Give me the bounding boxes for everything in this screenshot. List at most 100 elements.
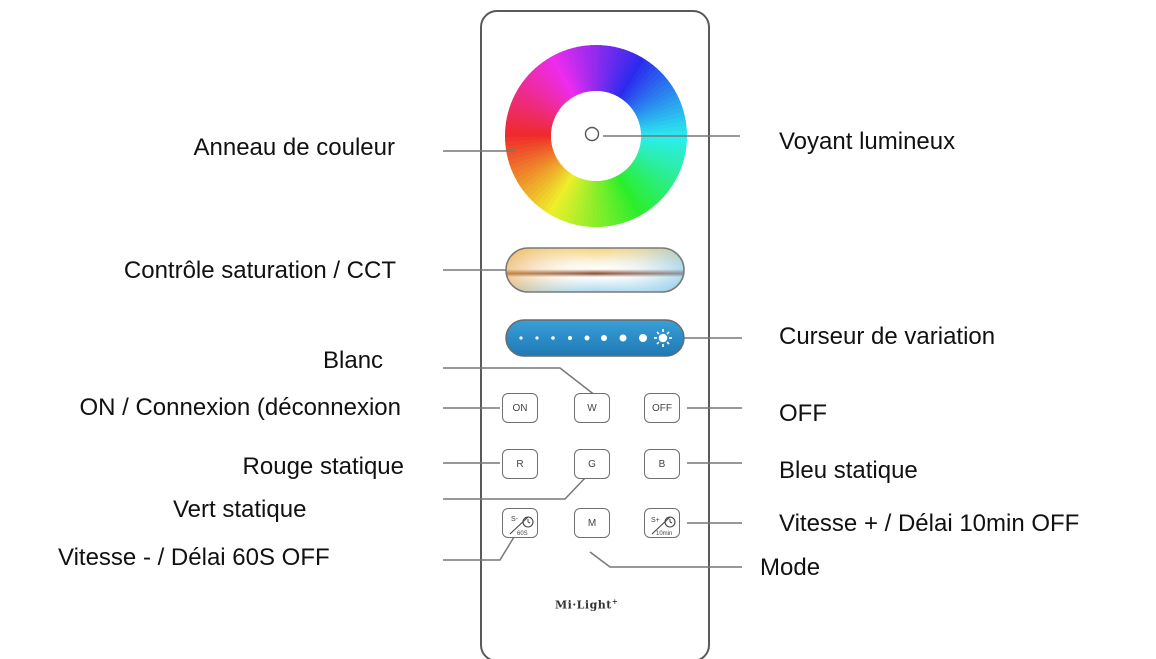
brand-mark: + (611, 597, 619, 606)
color-ring-segment (531, 67, 567, 105)
color-ring-segment (629, 163, 668, 198)
color-ring-segment (623, 169, 658, 208)
mode-button-label: M (587, 517, 597, 529)
color-ring-segment (623, 64, 658, 103)
label-blue: Bleu statique (779, 457, 918, 484)
color-ring-segment (512, 93, 557, 119)
green-button[interactable]: G (574, 449, 610, 479)
color-ring-segment (632, 160, 673, 191)
color-ring-segment (558, 50, 581, 96)
color-ring-segment (604, 179, 621, 226)
color-ring-segment (562, 49, 583, 95)
color-ring-segment (633, 158, 676, 187)
speed-minus-button[interactable]: S- 60S (502, 508, 538, 538)
color-ring-segment (630, 78, 671, 110)
color-ring-segment (600, 180, 612, 227)
color-ring-segment (580, 45, 592, 92)
mode-button[interactable]: M (574, 508, 610, 538)
color-ring-segment (607, 178, 625, 225)
color-ring-segment (571, 46, 588, 93)
color-ring-segment (524, 74, 563, 109)
color-ring-segment (627, 71, 665, 107)
color-ring-segment (509, 149, 555, 170)
color-ring-segment (541, 172, 572, 213)
color-ring-segment (618, 56, 647, 99)
color-ring-segment (545, 173, 574, 216)
white-button[interactable]: W (574, 393, 610, 423)
sun-icon (654, 329, 672, 347)
off-button[interactable]: OFF (644, 393, 680, 423)
color-ring-segment (625, 167, 661, 205)
indicator-light (584, 126, 600, 142)
green-button-label: G (588, 458, 596, 470)
color-ring-segment (521, 78, 562, 110)
white-button-label: W (587, 402, 597, 414)
color-ring-segment (627, 165, 665, 201)
color-ring-segment (534, 169, 569, 208)
label-indicator: Voyant lumineux (779, 128, 956, 155)
blue-button-label: B (658, 458, 666, 470)
on-button[interactable]: ON (502, 393, 538, 423)
color-ring-segment (620, 59, 651, 100)
color-ring-segment (549, 54, 576, 98)
color-ring-segment (549, 174, 576, 218)
color-ring-segment (639, 111, 686, 128)
label-red: Rouge statique (242, 453, 404, 480)
color-ring-segment (618, 173, 647, 216)
color-ring-segment (531, 167, 567, 205)
color-ring-segment (510, 151, 556, 174)
color-ring-segment (630, 162, 671, 194)
dimmer-slider (505, 319, 685, 357)
color-ring-segment (567, 47, 585, 94)
color-ring-segment (620, 172, 651, 213)
label-on: ON / Connexion (déconnexion (79, 394, 401, 421)
color-ring-segment (616, 174, 643, 218)
color-ring-segment (505, 142, 553, 156)
label-white: Blanc (323, 347, 384, 374)
color-ring-segment (611, 176, 634, 222)
off-button-label: OFF (652, 402, 672, 414)
label-off: OFF (779, 400, 827, 427)
svg-text:10min: 10min (656, 531, 672, 537)
color-ring-segment (635, 153, 680, 179)
blue-button[interactable]: B (644, 449, 680, 479)
label-color-ring: Anneau de couleur (193, 134, 396, 161)
color-ring-segment (639, 116, 687, 130)
color-ring-segment (634, 89, 678, 116)
color-ring-segment (524, 163, 563, 198)
color-ring-segment (576, 45, 590, 93)
color-ring-segment (636, 98, 682, 121)
on-button-label: ON (512, 402, 528, 414)
label-mode: Mode (760, 554, 821, 581)
color-ring-segment (545, 56, 574, 99)
color-ring-segment (602, 179, 616, 227)
color-ring-segment (613, 175, 639, 220)
color-ring-segment (538, 170, 570, 211)
red-button-label: R (516, 458, 524, 470)
color-ring-segment (625, 67, 661, 105)
red-button[interactable]: R (502, 449, 538, 479)
color-ring-segment (609, 177, 630, 223)
svg-text:60S: 60S (517, 531, 528, 537)
color-ring-segment (534, 64, 569, 103)
color-ring-segment (507, 147, 554, 165)
color-ring-segment (637, 102, 683, 123)
color-ring-segment (634, 156, 678, 183)
svg-text:S+: S+ (651, 517, 660, 524)
color-ring-segment (505, 140, 552, 152)
speed-minus-timer-icon: S- 60S (509, 516, 534, 537)
color-ring-segment (527, 71, 565, 107)
color-ring-segment (622, 61, 654, 102)
color-ring-segment (613, 52, 639, 97)
color-ring-segment (521, 162, 562, 194)
label-saturation: Contrôle saturation / CCT (123, 257, 396, 284)
color-ring-segment (516, 158, 559, 187)
color-ring-segment (629, 74, 668, 109)
color-ring-segment (519, 160, 560, 191)
color-ring-segment (519, 81, 560, 112)
color-ring-segment (633, 85, 676, 114)
speed-plus-button[interactable]: S+ 10min (644, 508, 680, 538)
color-ring-segment (638, 107, 685, 125)
